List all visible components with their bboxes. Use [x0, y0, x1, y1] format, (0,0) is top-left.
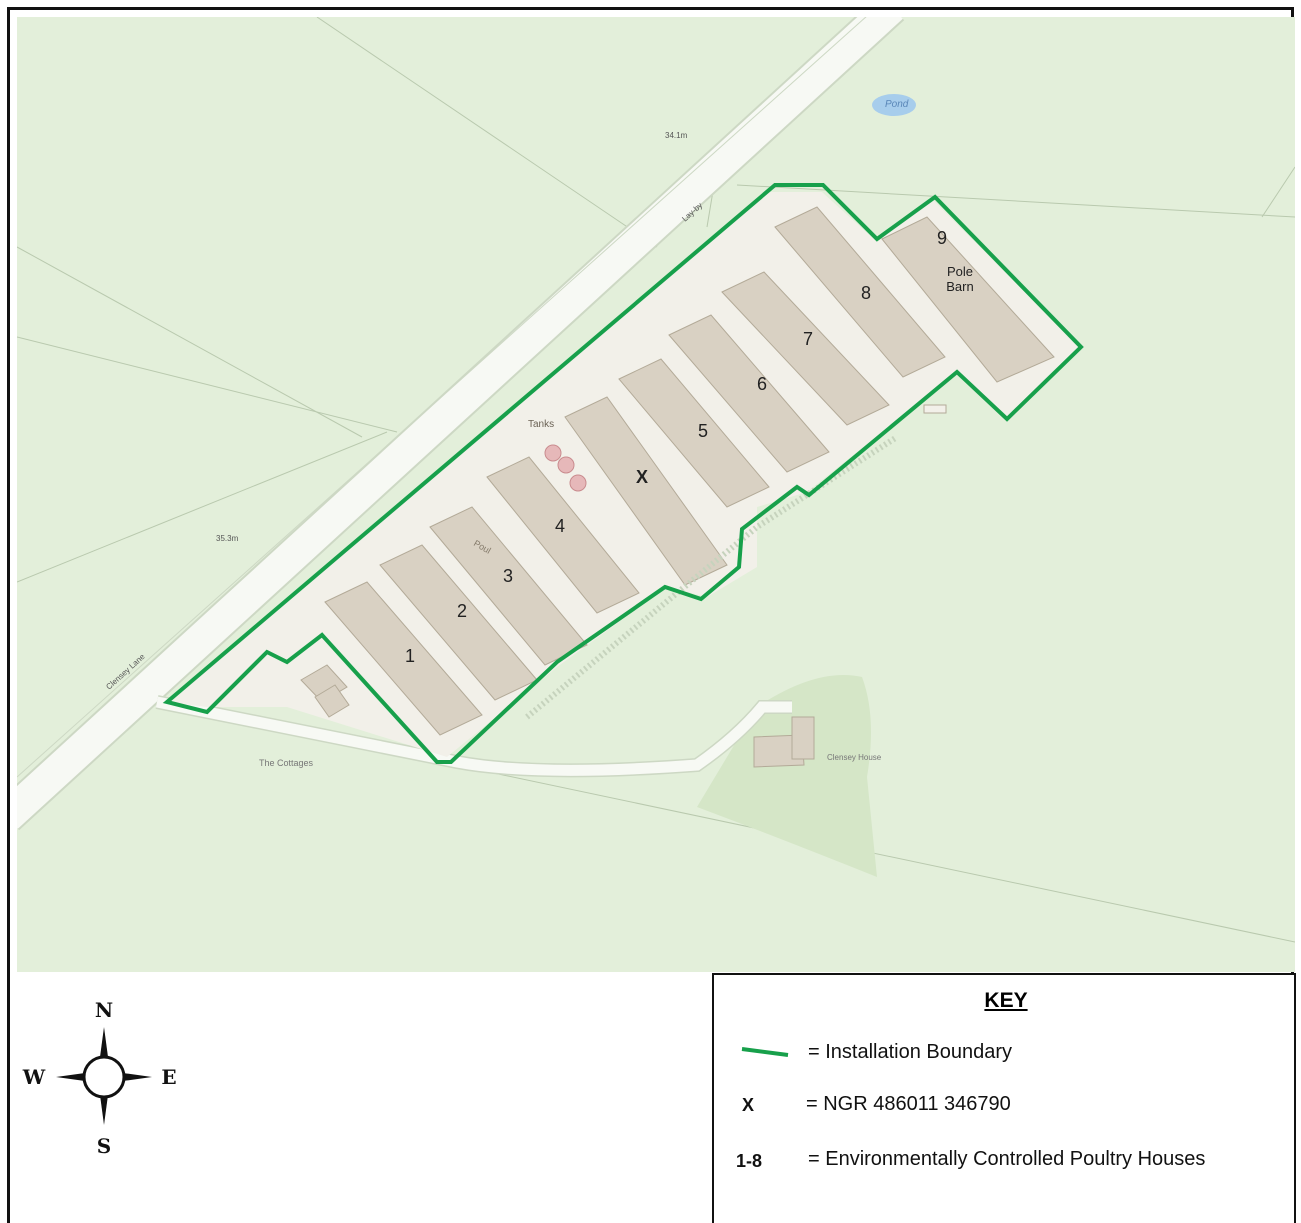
installation-boundary [162, 183, 1084, 764]
house-label: Clensey House [827, 753, 882, 762]
house-number-9: 9 [937, 228, 947, 248]
house-7-shape [721, 271, 890, 426]
key-title: KEY [984, 989, 1028, 1012]
house-number-3: 3 [503, 566, 513, 586]
house-number-7: 7 [803, 329, 813, 349]
house-number-1: 1 [405, 646, 415, 666]
house-number-5: 5 [698, 421, 708, 441]
small-structure [923, 404, 947, 414]
house-6-shape [668, 314, 830, 473]
compass-circle [82, 1055, 126, 1099]
tanks-label: Tanks [528, 419, 554, 430]
tanks [544, 444, 587, 492]
east-arrow [123, 1073, 152, 1081]
access-track [155, 696, 792, 776]
height-label-1: 34.1m [665, 131, 688, 140]
north-arrow [100, 1027, 108, 1057]
cottages-label: The Cottages [259, 758, 314, 768]
house-number-6: 6 [757, 374, 767, 394]
house-3-shape [429, 506, 588, 666]
house-x-shape [564, 396, 728, 586]
house-1-shape [324, 581, 483, 736]
house-5-shape [618, 358, 770, 508]
key-row-boundary: = Installation Boundary [808, 1041, 1013, 1063]
key-symbol-x: X [742, 1095, 755, 1115]
west-arrow [56, 1073, 85, 1081]
cottage-shape-2 [314, 684, 350, 718]
key-row-ngr: = NGR 486011 346790 [806, 1093, 1011, 1115]
compass-arrows [56, 1027, 152, 1125]
poultry-houses-group [300, 206, 1055, 768]
pond [872, 94, 916, 116]
height-label-2: 35.3m [216, 534, 239, 543]
house-number-2: 2 [457, 601, 467, 621]
house-4-shape [486, 456, 640, 614]
house-number-4: 4 [555, 516, 565, 536]
boundary-line-swatch [741, 1047, 789, 1057]
clensey-lane-road [17, 17, 905, 831]
site-map[interactable]: Pond 34.1m Lay-by Tanks 35.3m Clensey La… [17, 17, 1295, 972]
clensey-house-shape-2 [791, 716, 815, 760]
ngr-marker: X [636, 467, 648, 487]
compass-north: N [95, 998, 113, 1022]
pole-barn-label: Pole Barn [946, 264, 974, 294]
compass-east: E [161, 1065, 176, 1089]
compass-south: S [97, 1134, 111, 1158]
compass-west: W [22, 1065, 46, 1089]
key-symbol-houses: 1-8 [736, 1151, 763, 1171]
compass-rose: N S W E [22, 995, 192, 1165]
south-arrow [100, 1095, 108, 1125]
map-key: KEY = Installation Boundary X = NGR 4860… [712, 973, 1296, 1223]
garden-area [697, 675, 877, 877]
house-numbers: 1 2 3 4 5 6 7 8 9 X [405, 228, 947, 666]
key-row-houses: = Environmentally Controlled Poultry Hou… [808, 1148, 1206, 1170]
house-number-8: 8 [861, 283, 871, 303]
house-8-shape [774, 206, 946, 378]
pond-label: Pond [885, 99, 909, 110]
house-9-shape [881, 216, 1055, 383]
